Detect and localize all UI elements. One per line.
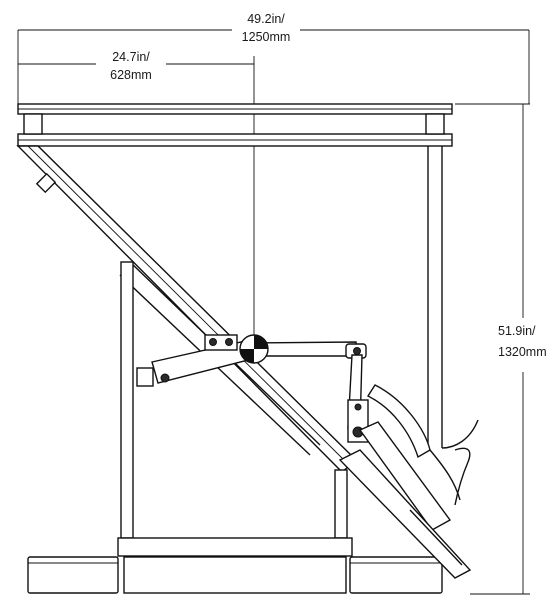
- center-width-label-line2: 628mm: [110, 68, 152, 82]
- hopper-top-rim: [18, 104, 452, 146]
- hopper-base-skids: [28, 557, 442, 593]
- overall-height-label-line2: 1320mm: [498, 345, 546, 359]
- center-width-label-line1: 24.7in/: [112, 50, 150, 64]
- center-width-dimension: 24.7in/ 628mm: [18, 50, 254, 340]
- overall-width-dimension: 49.2in/ 1250mm: [18, 12, 529, 104]
- overall-width-label-line1: 49.2in/: [247, 12, 285, 26]
- overall-height-label-line1: 51.9in/: [498, 324, 536, 338]
- center-of-gravity-marker: [240, 335, 268, 363]
- overall-width-label-line2: 1250mm: [242, 30, 291, 44]
- overall-height-dimension: 51.9in/ 1320mm: [455, 104, 546, 594]
- hopper-sloped-wall: [18, 146, 356, 472]
- hopper-rear-wall: [428, 146, 478, 448]
